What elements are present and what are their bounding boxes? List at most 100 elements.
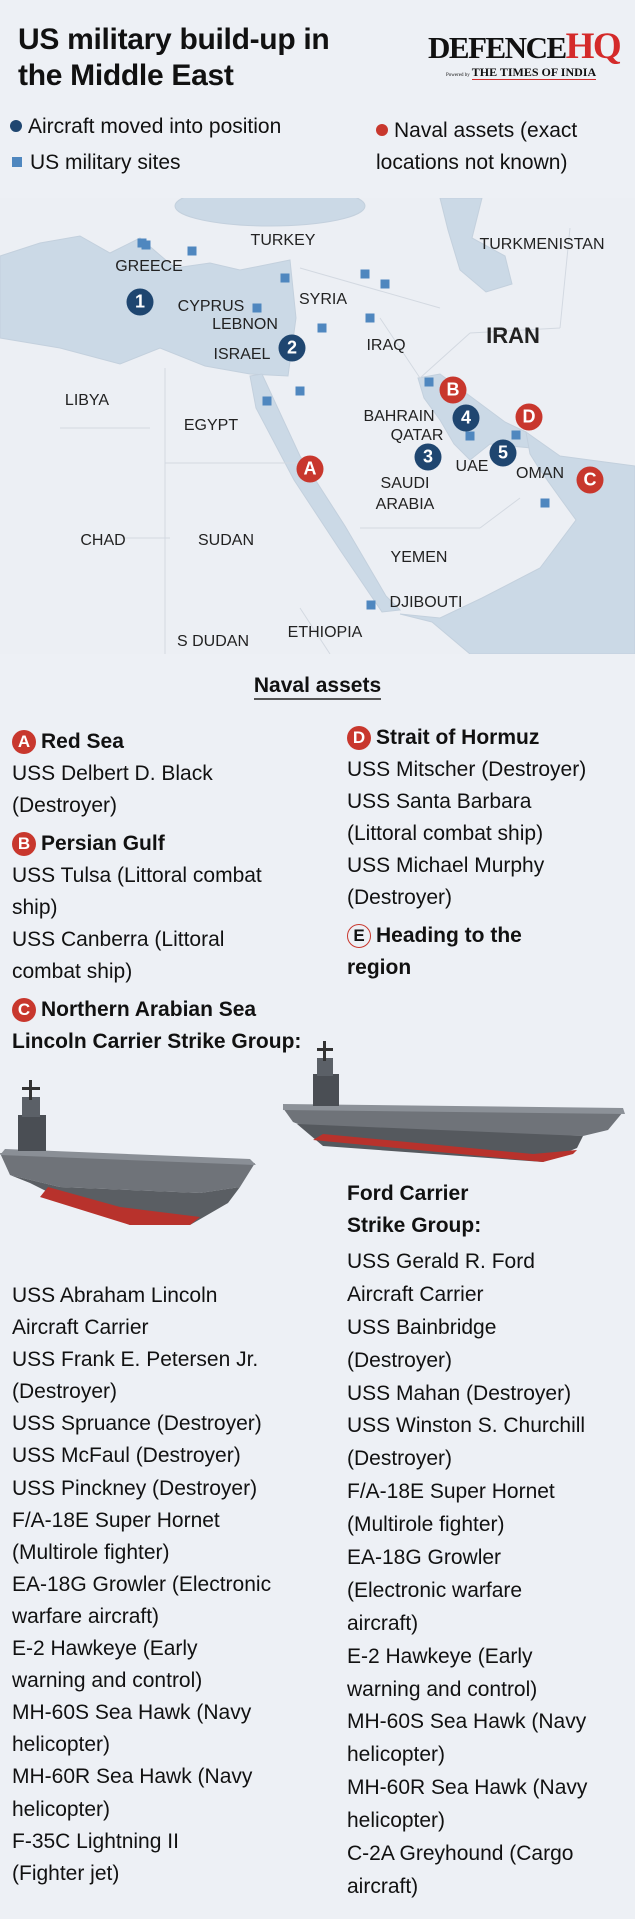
logo-accent: HQ [565,26,622,67]
aircraft-marker-4: 4 [452,404,480,432]
aircraft-marker-5: 5 [489,439,517,467]
asset-line: E-2 Hawkeye (Early [12,1637,198,1661]
ford-carrier-illustration [283,1041,625,1162]
asset-line: warning and control) [347,1677,538,1701]
title-line-2: the Middle East [18,59,234,92]
military-site-marker [187,246,197,256]
region-badge-a: A [12,730,36,754]
map-label-arabia: ARABIA [375,496,435,513]
asset-line: USS Winston S. Churchill [347,1414,586,1438]
military-site-marker [295,386,305,396]
asset-line: USS Frank E. Petersen Jr. [12,1348,259,1372]
military-site-marker [465,431,475,441]
military-site-marker [252,303,262,313]
map-label-iran: IRAN [486,323,540,348]
region-badge-d: D [347,726,371,750]
asset-line: USS Pinckney (Destroyer) [12,1476,258,1500]
naval-assets-heading: Naval assets [0,674,635,700]
aircraft-marker-1: 1 [126,288,154,316]
map-geography [0,198,635,654]
group-title: Ford Carrier [347,1182,469,1205]
map-label-syria: SYRIA [298,291,348,308]
military-site-marker [424,377,434,387]
region-name: Persian Gulf [41,832,165,855]
asset-line: E-2 Hawkeye (Early [347,1644,533,1668]
asset-line: (Electronic warfare [347,1578,523,1602]
map-label-turkey: TURKEY [250,232,316,249]
military-site-marker [366,600,376,610]
asset-line: USS Spruance (Destroyer) [12,1412,262,1436]
asset-line: warfare aircraft) [12,1604,160,1628]
map-label-cyprus: CYPRUS [177,298,245,315]
map-label-bahrain: BAHRAIN [363,408,435,425]
logo-publisher: THE TIMES OF INDIA [471,65,597,80]
asset-line: (Destroyer) [347,886,453,909]
asset-line: helicopter) [12,1797,111,1821]
caspian-sea [439,198,513,293]
military-site-marker [365,313,375,323]
arabian-sea [399,430,635,654]
asset-line: USS Tulsa (Littoral combat [12,864,262,887]
region-name: Northern Arabian Sea [41,998,257,1021]
map-label-egypt: EGYPT [183,417,239,434]
asset-line: (Multirole fighter) [347,1513,505,1537]
asset-line: USS Gerald R. Ford [347,1250,535,1273]
asset-line: (Littoral combat ship) [347,822,544,845]
group-title: region [347,956,412,979]
asset-line: USS Santa Barbara [347,790,532,813]
legend-naval: Naval assets (exact [376,118,577,144]
map-label-chad: CHAD [80,532,126,549]
legend-naval-label-2: locations not known) [376,151,568,174]
military-site-marker [360,269,370,279]
asset-line: F/A-18E Super Hornet [12,1508,220,1532]
asset-line: helicopter) [347,1743,446,1767]
map-label-yemen: YEMEN [390,549,448,566]
square-icon [12,157,22,167]
asset-line: MH-60S Sea Hawk (Navy [347,1710,587,1734]
asset-line: USS Mahan (Destroyer) [347,1381,572,1405]
map-label-saudi: SAUDI [380,475,430,492]
military-site-marker [380,279,390,289]
military-site-marker [280,273,290,283]
asset-line: USS Mitscher (Destroyer) [347,758,587,781]
region-badge-e: E [347,924,371,948]
region-badge-b: B [12,832,36,856]
asset-line: USS Abraham Lincoln [12,1284,218,1307]
asset-line: ship) [12,896,58,919]
circle-icon [376,124,388,136]
legend-sites-label: US military sites [30,151,181,174]
asset-line: (Destroyer) [12,1380,118,1404]
map-label-uae: UAE [455,458,489,475]
map-label-iraq: IRAQ [366,337,406,354]
naval-marker-a: A [296,455,324,483]
legend-aircraft-label: Aircraft moved into position [28,115,282,138]
naval-marker-c: C [576,466,604,494]
asset-line: aircraft) [347,1874,419,1898]
military-site-marker [262,396,272,406]
asset-line: MH-60S Sea Hawk (Navy [12,1701,252,1725]
map-label-s-dudan: S DUDAN [176,633,250,650]
asset-line: USS Bainbridge [347,1315,497,1339]
map-label-turkmenistan: TURKMENISTAN [479,236,605,253]
asset-line: MH-60R Sea Hawk (Navy [12,1765,253,1789]
region-badge-c: C [12,998,36,1022]
asset-line: (Destroyer) [12,794,118,817]
asset-line: MH-60R Sea Hawk (Navy [347,1776,588,1800]
military-site-marker [511,430,521,440]
map-label-israel: ISRAEL [213,346,271,363]
asset-line: Aircraft Carrier [12,1316,149,1340]
naval-marker-d: D [515,403,543,431]
black-sea [174,198,366,227]
asset-line: aircraft) [347,1611,419,1635]
legend-naval-label: Naval assets (exact [394,119,578,142]
region-name: Heading to the [376,924,522,947]
